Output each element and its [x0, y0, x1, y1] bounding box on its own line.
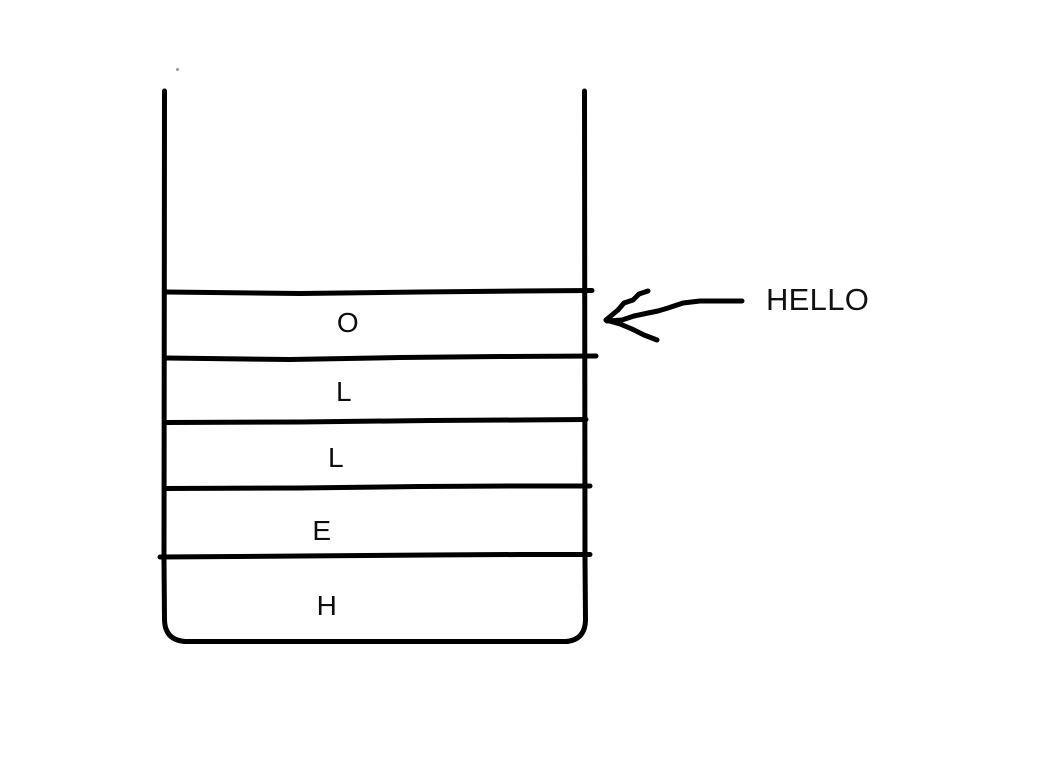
- annotation-arrow-shaft: [604, 298, 745, 324]
- cell-divider-2: [163, 417, 589, 425]
- stack-cell-label-3: L: [335, 376, 353, 407]
- stray-ink-speck: [176, 68, 179, 71]
- stack-cell-label-1: E: [312, 515, 332, 546]
- cell-divider-1: [163, 353, 599, 362]
- container-right-wall: [563, 88, 588, 644]
- annotation-arrow-upper-barb: [603, 288, 651, 323]
- stack-cell-label-0: H: [316, 590, 338, 621]
- container-left-wall: [161, 88, 188, 644]
- annotation-label-hello: HELLO: [766, 282, 870, 317]
- cell-divider-4: [157, 552, 593, 560]
- stack-cell-label-4: O: [336, 307, 360, 338]
- cell-divider-top: [163, 288, 595, 296]
- stack-cell-label-2: L: [327, 442, 345, 473]
- cell-divider-3: [163, 483, 593, 491]
